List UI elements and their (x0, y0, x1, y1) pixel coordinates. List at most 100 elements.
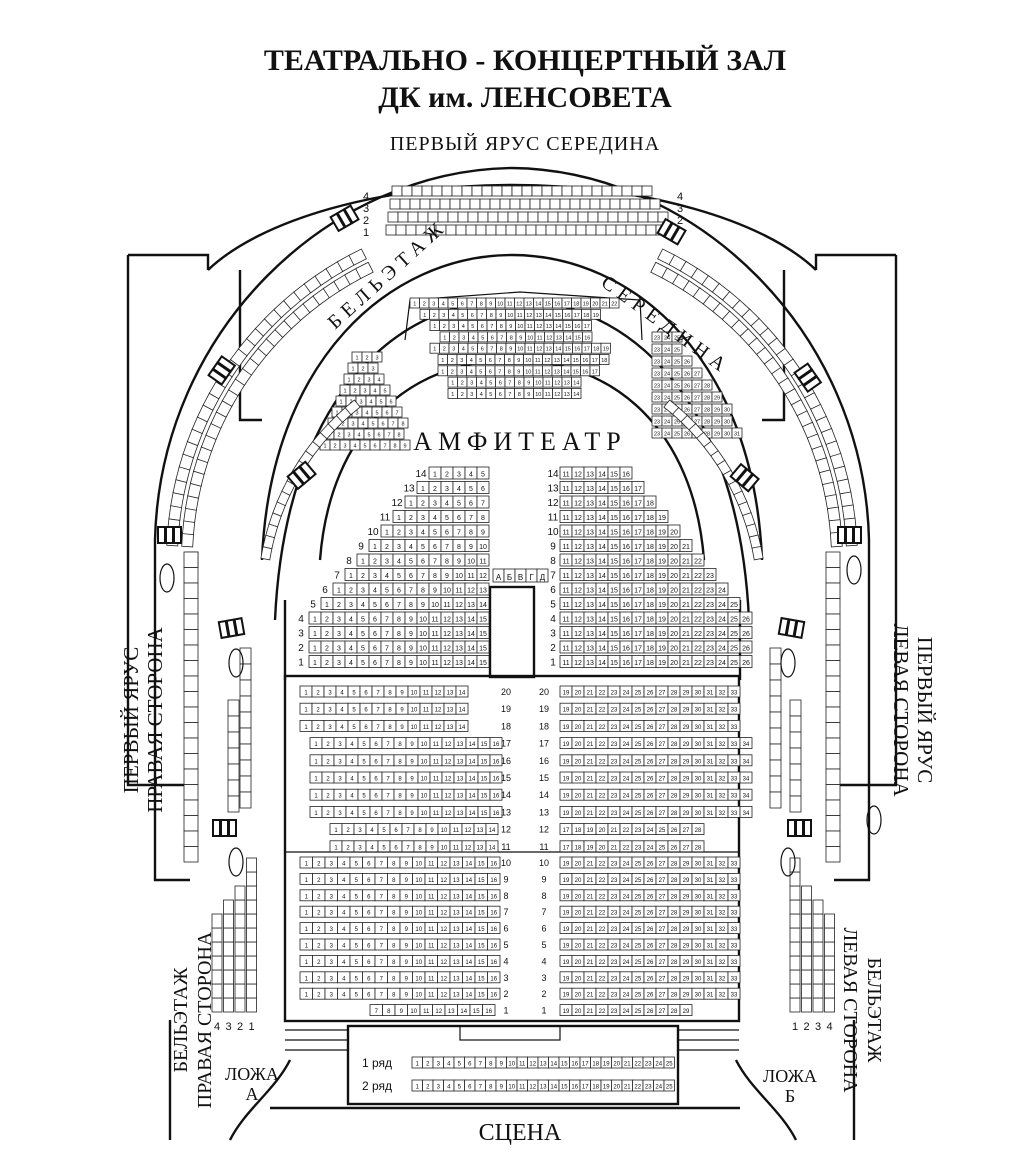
seat[interactable] (769, 727, 782, 745)
seat[interactable] (789, 927, 801, 943)
seat[interactable] (227, 747, 240, 765)
seat[interactable] (824, 913, 835, 929)
seat[interactable] (476, 524, 490, 538)
seat[interactable] (789, 955, 801, 971)
seat[interactable] (476, 582, 490, 596)
seat[interactable] (239, 759, 252, 777)
seat[interactable] (183, 613, 199, 630)
seat[interactable] (769, 743, 782, 761)
seat[interactable] (385, 224, 397, 236)
seat[interactable] (183, 706, 199, 723)
seat[interactable] (387, 211, 399, 223)
seat[interactable] (246, 997, 257, 1013)
seat[interactable] (727, 685, 741, 698)
seat[interactable] (397, 211, 409, 223)
seat[interactable] (825, 830, 841, 847)
seat[interactable] (812, 941, 824, 957)
seat[interactable] (183, 784, 199, 801)
seat[interactable] (183, 567, 199, 584)
seat[interactable] (824, 969, 835, 985)
seat[interactable] (487, 922, 501, 934)
seat[interactable] (509, 198, 521, 210)
seat[interactable] (715, 582, 729, 596)
seat[interactable] (641, 185, 653, 197)
seat[interactable] (824, 941, 835, 957)
seat[interactable] (519, 198, 531, 210)
seat[interactable] (447, 211, 459, 223)
seat[interactable] (619, 466, 633, 480)
seat[interactable] (557, 211, 569, 223)
seat[interactable] (643, 495, 657, 509)
seat[interactable] (223, 997, 234, 1013)
seat[interactable] (487, 873, 501, 885)
seat[interactable] (485, 823, 499, 835)
seat[interactable] (621, 185, 633, 197)
seat[interactable] (479, 198, 491, 210)
seat[interactable] (739, 754, 753, 767)
seat[interactable] (183, 691, 199, 708)
seat[interactable] (487, 905, 501, 918)
seat[interactable] (824, 997, 835, 1013)
seat[interactable] (801, 955, 812, 971)
seat[interactable] (727, 938, 741, 951)
seat[interactable] (183, 799, 199, 816)
seat[interactable] (541, 185, 553, 197)
seat[interactable] (487, 856, 501, 869)
seat[interactable] (485, 840, 499, 853)
seat[interactable] (476, 568, 490, 581)
seat[interactable] (727, 873, 741, 885)
seat[interactable] (183, 582, 199, 599)
seat[interactable] (789, 779, 802, 797)
seat[interactable] (457, 211, 469, 223)
seat[interactable] (825, 582, 841, 599)
seat[interactable] (183, 753, 199, 770)
seat[interactable] (825, 567, 841, 584)
seat[interactable] (769, 695, 782, 713)
seat[interactable] (487, 955, 501, 967)
seat[interactable] (234, 885, 246, 901)
seat[interactable] (825, 768, 841, 785)
seat[interactable] (476, 495, 490, 509)
seat[interactable] (565, 224, 577, 236)
seat[interactable] (789, 763, 802, 781)
seat[interactable] (825, 722, 841, 739)
seat[interactable] (475, 224, 487, 236)
seat[interactable] (727, 720, 741, 732)
seat[interactable] (559, 198, 571, 210)
seat[interactable] (487, 938, 501, 951)
seat[interactable] (601, 185, 613, 197)
seat[interactable] (239, 791, 252, 809)
seat[interactable] (585, 224, 597, 236)
seat[interactable] (801, 927, 812, 943)
seat[interactable] (455, 224, 467, 236)
seat[interactable] (449, 198, 461, 210)
seat[interactable] (183, 737, 199, 754)
seat[interactable] (812, 997, 824, 1013)
seat[interactable] (812, 983, 824, 999)
seat[interactable] (495, 224, 507, 236)
seat[interactable] (812, 969, 824, 985)
seat[interactable] (234, 927, 246, 943)
seat[interactable] (239, 727, 252, 745)
seat[interactable] (234, 983, 246, 999)
seat[interactable] (223, 941, 234, 957)
seat[interactable] (183, 815, 199, 832)
seat[interactable] (825, 613, 841, 630)
seat[interactable] (727, 889, 741, 902)
seat[interactable] (223, 913, 234, 929)
seat[interactable] (567, 211, 579, 223)
seat[interactable] (547, 211, 559, 223)
seat[interactable] (789, 969, 801, 985)
seat[interactable] (246, 955, 257, 971)
seat[interactable] (183, 722, 199, 739)
seat[interactable] (246, 969, 257, 985)
seat[interactable] (537, 211, 549, 223)
seat[interactable] (789, 731, 802, 749)
seat[interactable] (727, 905, 741, 918)
seat[interactable] (531, 185, 543, 197)
seat[interactable] (476, 539, 490, 552)
seat[interactable] (501, 185, 513, 197)
seat[interactable] (529, 198, 541, 210)
seat[interactable] (455, 685, 469, 698)
seat[interactable] (459, 198, 471, 210)
